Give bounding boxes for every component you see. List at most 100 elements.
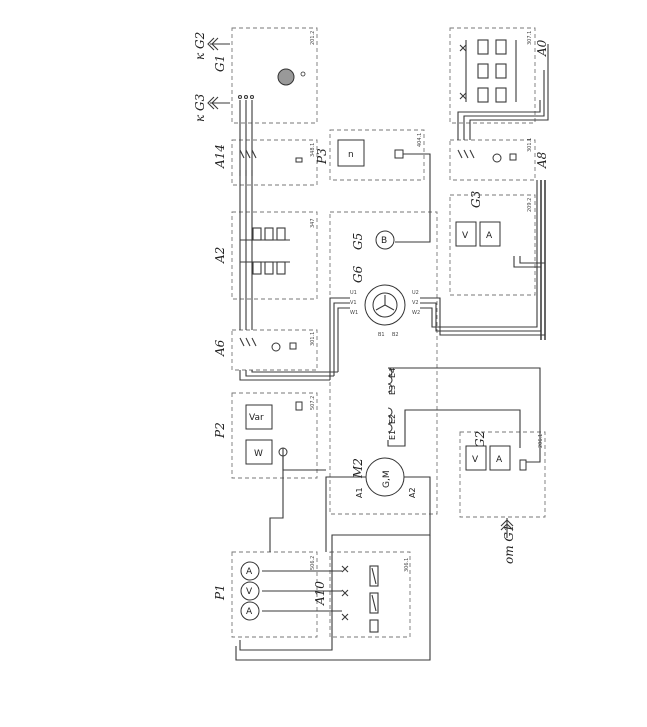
g1-indicator-icon bbox=[300, 71, 306, 77]
label-g1: G1 bbox=[213, 55, 227, 72]
g6-v2: V2 bbox=[412, 300, 419, 306]
a6-lamp-icon bbox=[271, 342, 281, 352]
a0-resistor-bank bbox=[465, 39, 517, 103]
p1-a2-label: A bbox=[246, 567, 253, 577]
field-coil-icon bbox=[387, 367, 393, 433]
a14-lamp-icon bbox=[295, 157, 303, 163]
coil-e3: E3 bbox=[388, 385, 397, 395]
g6-u2: U2 bbox=[412, 290, 419, 296]
label-to-g2: к G2 bbox=[193, 32, 207, 60]
g1-terminals bbox=[237, 94, 255, 100]
g6-w1: W1 bbox=[350, 310, 358, 316]
g6-b2: B2 bbox=[392, 332, 399, 338]
wiring bbox=[235, 44, 549, 661]
p1-ammeter-2 bbox=[240, 561, 260, 581]
m2-gm-label: G,M bbox=[382, 470, 392, 488]
g2-voltmeter bbox=[465, 445, 487, 471]
module-a8 bbox=[449, 139, 536, 181]
a0-indicator-icon bbox=[459, 44, 467, 100]
a10-switch-icon bbox=[341, 565, 349, 621]
label-g3: G3 bbox=[469, 190, 483, 208]
module-p1 bbox=[231, 551, 318, 638]
a6-button-icon bbox=[289, 342, 297, 350]
module-p3 bbox=[329, 129, 425, 181]
g3-ammeter bbox=[479, 221, 501, 247]
g3-v-label: V bbox=[462, 231, 469, 241]
m2-a1: A1 bbox=[355, 487, 364, 498]
label-from-g1: от G1 bbox=[502, 524, 516, 564]
p3-speed-meter bbox=[337, 139, 365, 167]
a14-switch-icon bbox=[239, 149, 257, 176]
module-a0 bbox=[449, 27, 536, 124]
g2-button-icon bbox=[519, 459, 527, 471]
p3-n-label: n bbox=[348, 150, 354, 160]
label-a6: A6 bbox=[213, 339, 227, 357]
g6-b1: B1 bbox=[378, 332, 385, 338]
p1-v-label: V bbox=[246, 587, 253, 597]
module-a10 bbox=[329, 551, 411, 638]
a6-switch-icon bbox=[239, 337, 257, 347]
g6-star-icon bbox=[375, 295, 395, 311]
label-g2: G2 bbox=[473, 431, 487, 448]
label-p2: P2 bbox=[213, 422, 227, 439]
p2-w-label: W bbox=[254, 449, 263, 459]
p1-ammeter-1 bbox=[240, 601, 260, 621]
module-a2 bbox=[231, 211, 318, 300]
p1-voltmeter bbox=[240, 581, 260, 601]
coil-e2: E2 bbox=[388, 414, 397, 424]
sub-a8: 301.1 bbox=[527, 138, 533, 152]
sub-a0: 307.1 bbox=[527, 31, 533, 45]
a8-button-icon bbox=[509, 153, 517, 161]
g6-w2: W2 bbox=[412, 310, 420, 316]
sub-a2: 347 bbox=[310, 218, 316, 228]
coil-e4: E4 bbox=[388, 368, 397, 378]
g2-v-label: V bbox=[472, 455, 479, 465]
coil-e1: E1 bbox=[388, 430, 397, 440]
a8-switch-icon bbox=[457, 149, 475, 159]
a2-transformer-icon bbox=[240, 227, 290, 275]
label-g5: G5 bbox=[351, 233, 365, 250]
sub-p1: 506.2 bbox=[310, 556, 316, 570]
label-p1: P1 bbox=[213, 584, 227, 601]
module-g3 bbox=[449, 194, 536, 296]
a8-lamp-icon bbox=[492, 153, 502, 163]
p2-wattmeter bbox=[245, 439, 273, 465]
label-a0: A0 bbox=[535, 39, 549, 57]
label-a8: A8 bbox=[535, 151, 549, 169]
g6-v1: V1 bbox=[350, 300, 357, 306]
module-p2 bbox=[231, 392, 318, 479]
sub-p2: 507.2 bbox=[310, 396, 316, 410]
p2-var-label: Var bbox=[249, 413, 264, 423]
p2-switch-icon bbox=[295, 401, 303, 411]
label-a14: A14 bbox=[213, 144, 227, 169]
sub-g2: 206.1 bbox=[538, 434, 544, 448]
g5-encoder bbox=[375, 230, 395, 250]
sub-a14: 348.1 bbox=[310, 143, 316, 157]
arrow-icon bbox=[207, 37, 514, 538]
main-bus bbox=[540, 180, 546, 340]
label-m2: M2 bbox=[351, 458, 365, 479]
g1-knob-icon bbox=[277, 68, 295, 86]
sub-a10: 306.1 bbox=[404, 558, 410, 572]
sub-p3: 404.1 bbox=[417, 133, 423, 147]
p2-varmeter bbox=[245, 404, 273, 430]
label-a10: A10 bbox=[313, 581, 327, 606]
label-to-g3: к G3 bbox=[193, 93, 207, 122]
label-p3: P3 bbox=[315, 148, 329, 165]
g2-ammeter bbox=[489, 445, 511, 471]
module-g1 bbox=[231, 27, 318, 124]
g5-b-label: B bbox=[381, 236, 387, 246]
g2-a-label: A bbox=[496, 455, 503, 465]
sub-g1: 201.2 bbox=[310, 31, 316, 45]
g3-voltmeter bbox=[455, 221, 477, 247]
m2-a2: A2 bbox=[408, 487, 417, 498]
module-a14 bbox=[231, 139, 318, 186]
module-g2 bbox=[459, 431, 546, 518]
sub-g3: 209.2 bbox=[527, 198, 533, 212]
sub-a6: 301.1 bbox=[310, 332, 316, 346]
label-g6: G6 bbox=[351, 265, 365, 283]
p1-a1-label: A bbox=[246, 607, 253, 617]
a10-resistor-bank bbox=[369, 565, 379, 633]
g6-u1: U1 bbox=[350, 290, 357, 296]
